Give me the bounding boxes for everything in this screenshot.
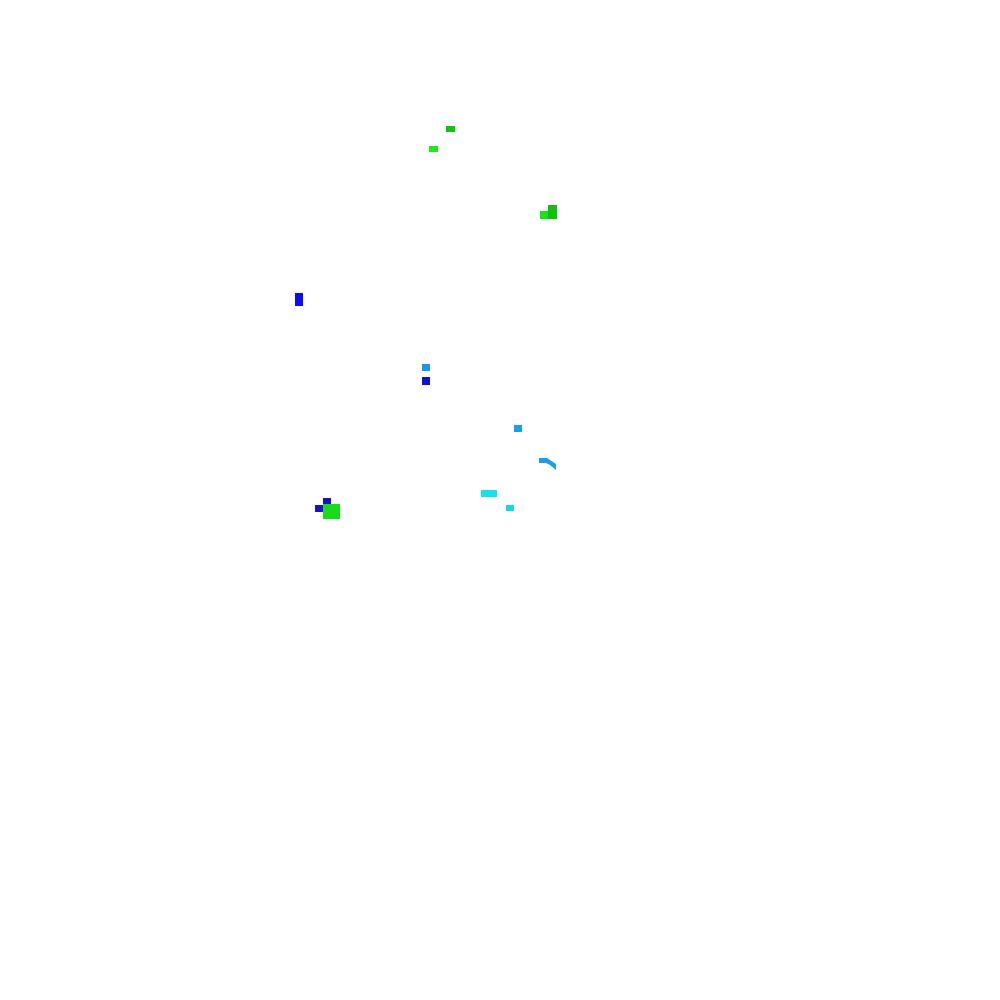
- cyan-blob-1: [481, 490, 497, 497]
- green-blob-3b: [540, 211, 548, 219]
- green-blob-1: [446, 126, 455, 132]
- blue-blob-3a: [323, 498, 331, 506]
- skyblue-blob-2: [514, 425, 522, 432]
- green-blob-2: [429, 146, 438, 152]
- green-blob-4: [323, 504, 340, 519]
- skyblue-arc-path: [539, 458, 556, 470]
- skyblue-blob-1: [422, 364, 430, 371]
- blue-blob-3b: [315, 505, 323, 512]
- cyan-blob-2: [506, 505, 514, 511]
- skyblue-arc: [539, 458, 556, 470]
- green-blob-3a: [548, 205, 557, 219]
- blue-blob-2: [422, 377, 430, 385]
- blue-blob-1: [295, 293, 303, 306]
